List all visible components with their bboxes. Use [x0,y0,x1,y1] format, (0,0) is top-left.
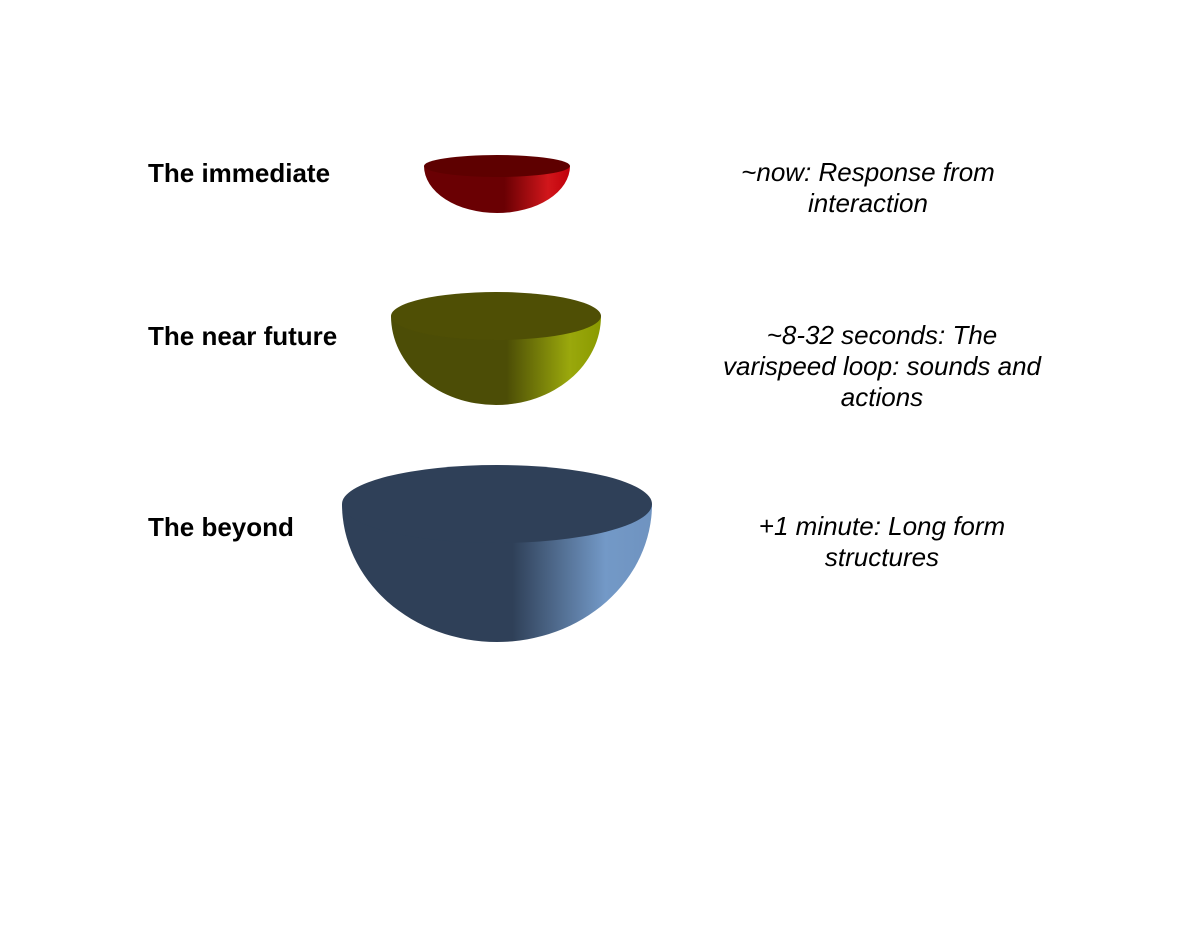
bowl-icon-beyond [342,465,652,642]
bowl-rim [342,465,652,543]
desc-line: interaction [808,188,928,218]
tier-desc-near-future: ~8-32 seconds: The varispeed loop: sound… [723,320,1041,413]
desc-line: ~8-32 seconds: The [766,320,998,350]
bowl-rim [391,292,601,340]
tier-desc-immediate: ~now: Response from interaction [741,157,995,219]
bowl-rim [424,155,570,177]
tier-desc-beyond: +1 minute: Long form structures [759,511,1005,573]
bowl-body [391,316,601,405]
tier-label-beyond: The beyond [148,512,294,542]
desc-line: structures [824,542,940,572]
desc-line: varispeed loop: sounds and [722,351,1042,381]
bowl-body [424,166,570,213]
tier-label-near-future: The near future [148,321,338,351]
tier-label-immediate: The immediate [148,158,331,188]
bowl-body [342,504,652,642]
desc-line: +1 minute: Long form [758,511,1006,541]
bowl-icon-immediate [424,155,570,213]
bowl-icon-near-future [391,292,601,405]
desc-line: ~now: Response from [741,157,995,187]
desc-line: actions [840,382,924,412]
